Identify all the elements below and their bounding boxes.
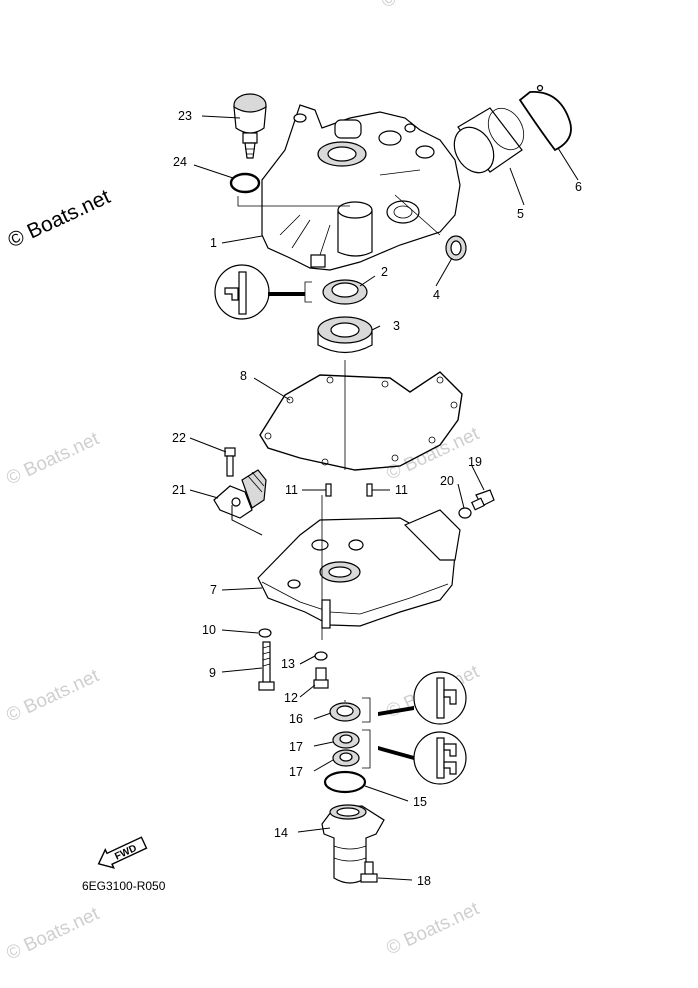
detail-seal-17 [362, 729, 467, 785]
callout-11b: 11 [395, 483, 408, 497]
dowel-pin-11a [325, 483, 332, 497]
callout-12: 12 [284, 691, 298, 705]
drawing-code: 6EG3100-R050 [82, 879, 166, 893]
bolt-12 [313, 667, 329, 689]
washer-10 [258, 628, 272, 638]
dowel-pin-11b [366, 483, 373, 497]
callout-20: 20 [440, 474, 454, 488]
gasket-8 [259, 371, 463, 471]
housing-14 [321, 804, 385, 884]
callout-4: 4 [433, 288, 440, 302]
ring-clip-6 [518, 84, 572, 152]
callout-16: 16 [289, 712, 303, 726]
callout-18: 18 [417, 874, 431, 888]
oil-seal-17b [332, 749, 360, 767]
callout-8: 8 [240, 369, 247, 383]
callout-6: 6 [575, 180, 582, 194]
callout-17a: 17 [289, 740, 303, 754]
watermark-text: © Boats.net [383, 898, 483, 959]
ball-bearing-3 [317, 316, 373, 354]
upper-casing [237, 104, 461, 271]
sleeve-5 [453, 107, 525, 174]
bracket-21 [213, 469, 267, 519]
callout-2: 2 [381, 265, 388, 279]
watermark-text: © Boats.net [378, 0, 478, 13]
shaft-axis [321, 360, 346, 702]
callout-14: 14 [274, 826, 288, 840]
detail-seal-16 [362, 671, 467, 725]
oil-filler-cap [233, 93, 267, 159]
bolt-22 [224, 447, 236, 477]
callout-9: 9 [209, 666, 216, 680]
watermark-text: © Boats.net [3, 903, 103, 964]
callout-3: 3 [393, 319, 400, 333]
washer-20 [458, 507, 472, 519]
callout-24: 24 [173, 155, 187, 169]
callout-23: 23 [178, 109, 192, 123]
callout-13: 13 [281, 657, 295, 671]
callout-22: 22 [172, 431, 186, 445]
lower-casing [257, 509, 461, 629]
watermark-text: © Boats.net [383, 423, 483, 484]
callout-7: 7 [210, 583, 217, 597]
watermark-text: © Boats.net [3, 428, 103, 489]
o-ring-24 [229, 172, 261, 194]
drain-plug-19 [470, 489, 495, 511]
oil-seal-16 [329, 702, 361, 722]
callout-1: 1 [210, 236, 217, 250]
leader-lines [189, 115, 579, 881]
oil-seal-4 [445, 235, 467, 261]
callout-10: 10 [202, 623, 216, 637]
gasket-holes [264, 376, 458, 466]
fwd-label: FWD [113, 843, 138, 863]
callout-5: 5 [517, 207, 524, 221]
callout-15: 15 [413, 795, 427, 809]
o-ring-15 [323, 770, 367, 794]
callout-19: 19 [468, 455, 482, 469]
watermark-text: © Boats.net [3, 665, 103, 726]
callouts: 23 24 1 2 3 4 5 6 8 22 21 11 11 20 19 7 … [172, 109, 582, 888]
oil-seal-17a [332, 731, 360, 749]
callout-21: 21 [172, 483, 186, 497]
fwd-arrow-icon: FWD [97, 836, 148, 869]
watermark-main: © Boats.net [4, 185, 114, 252]
detail-seal-2 [214, 264, 312, 320]
bolt-18 [360, 861, 378, 883]
bearing-2 [322, 279, 368, 305]
washer-13 [314, 651, 328, 661]
bolt-9 [258, 641, 275, 691]
callout-11a: 11 [285, 483, 298, 497]
callout-17b: 17 [289, 765, 303, 779]
